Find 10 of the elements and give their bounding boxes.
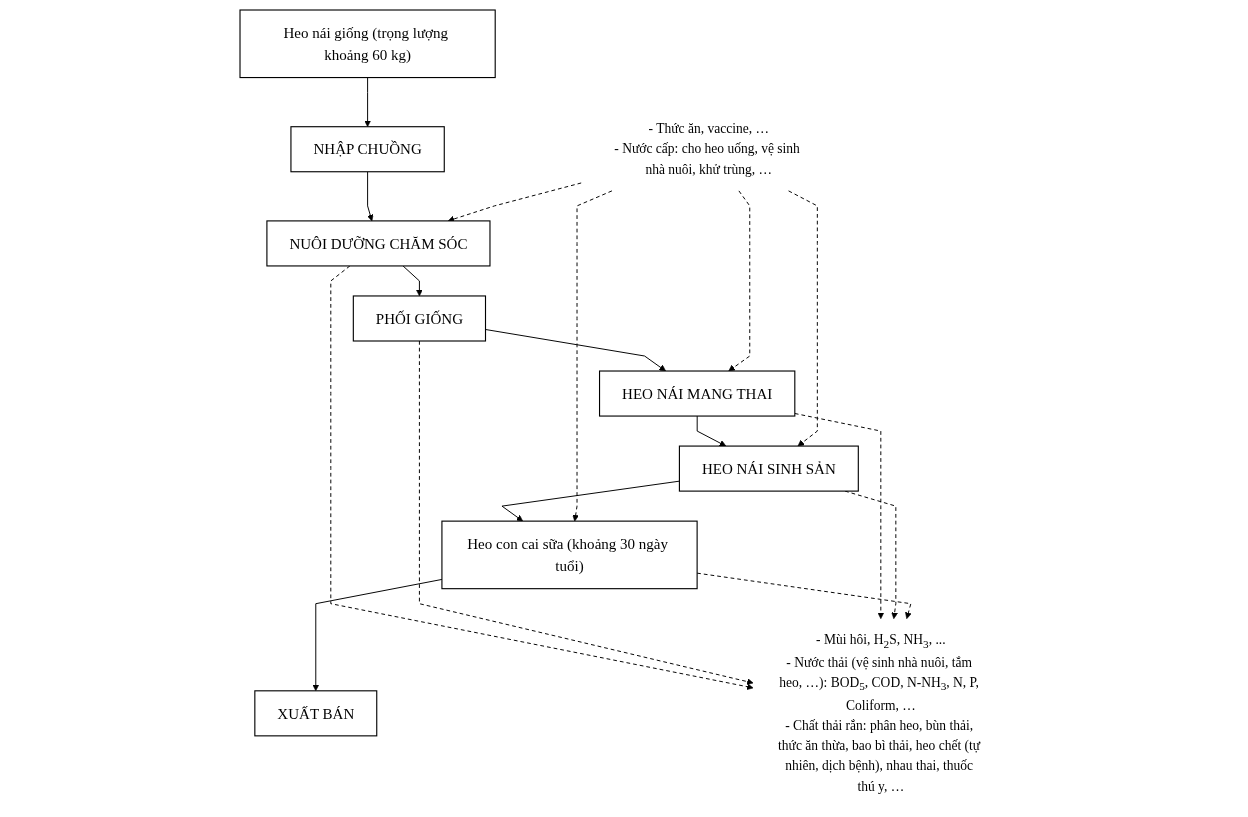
node-box: HEO NÁI SINH SẢN (678, 445, 859, 492)
node-box: PHỐI GIỐNG (352, 294, 486, 342)
node-text: - Thức ăn, vaccine, … - Nước cấp: cho heo uống, vệ sinh nhà nuôi, khử trùng, … (614, 120, 800, 177)
node-box: NHẬP CHUỒNG (290, 125, 445, 172)
node-box: Heo con cai sữa (khoảng 30 ngày tuổi) (441, 520, 698, 589)
node-box: HEO NÁI MANG THAI (598, 369, 796, 417)
node-text: - Mùi hôi, H$_{2}$S, NH$_{3}$, ... - Nước thải (vệ sinh nhà nuôi, tắm heo, …): BOD$_{5}$, COD, N-NH$_{3}$, N, P, Coliform, … - Chất thải rắn: phân heo, bùn thải, thức ăn thừa, bao bì thải, heo chết (tự nhiên, dịch bệnh), nhau thai, thuốc thú y, … (777, 631, 980, 794)
node-box: NUÔI DƯỠNG CHĂM SÓC (266, 219, 491, 266)
node-box: XUẤT BÁN (254, 689, 378, 736)
node-box: Heo nái giống (trọng lượng khoảng 60 kg) (239, 8, 496, 78)
